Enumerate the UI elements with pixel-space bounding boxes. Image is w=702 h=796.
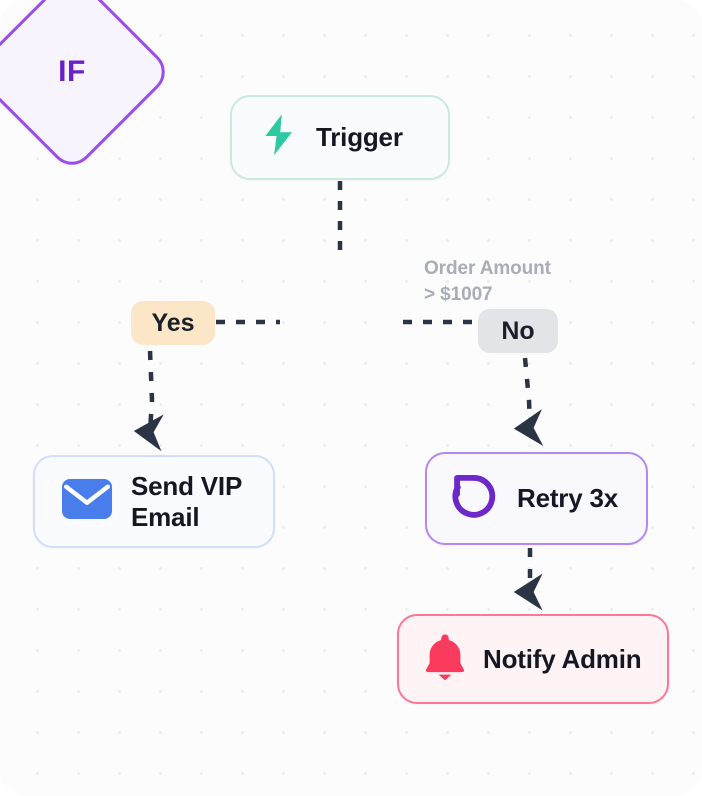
- node-trigger-label: Trigger: [316, 122, 403, 153]
- node-send-vip-email[interactable]: Send VIP Email: [33, 455, 275, 548]
- edge-no-to-retry: [513, 357, 544, 446]
- envelope-icon: [61, 478, 113, 525]
- node-send-vip-email-label: Send VIP Email: [131, 471, 243, 532]
- node-if[interactable]: IF: [0, 0, 174, 174]
- node-notify-admin[interactable]: Notify Admin: [397, 614, 669, 704]
- node-retry[interactable]: Retry 3x: [425, 452, 648, 545]
- branch-badge-yes[interactable]: Yes: [131, 301, 215, 345]
- node-trigger[interactable]: Trigger: [230, 95, 450, 180]
- node-notify-admin-label: Notify Admin: [483, 643, 642, 674]
- edge-yes-to-email: [133, 350, 164, 452]
- rotate-counterclockwise-icon: [449, 471, 499, 526]
- branch-badge-no[interactable]: No: [478, 309, 558, 353]
- node-retry-label: Retry 3x: [517, 483, 619, 514]
- bell-icon: [421, 632, 469, 687]
- lightning-bolt-icon: [258, 112, 300, 163]
- node-if-label: IF: [58, 55, 86, 88]
- condition-label: Order Amount > $1007: [424, 258, 551, 306]
